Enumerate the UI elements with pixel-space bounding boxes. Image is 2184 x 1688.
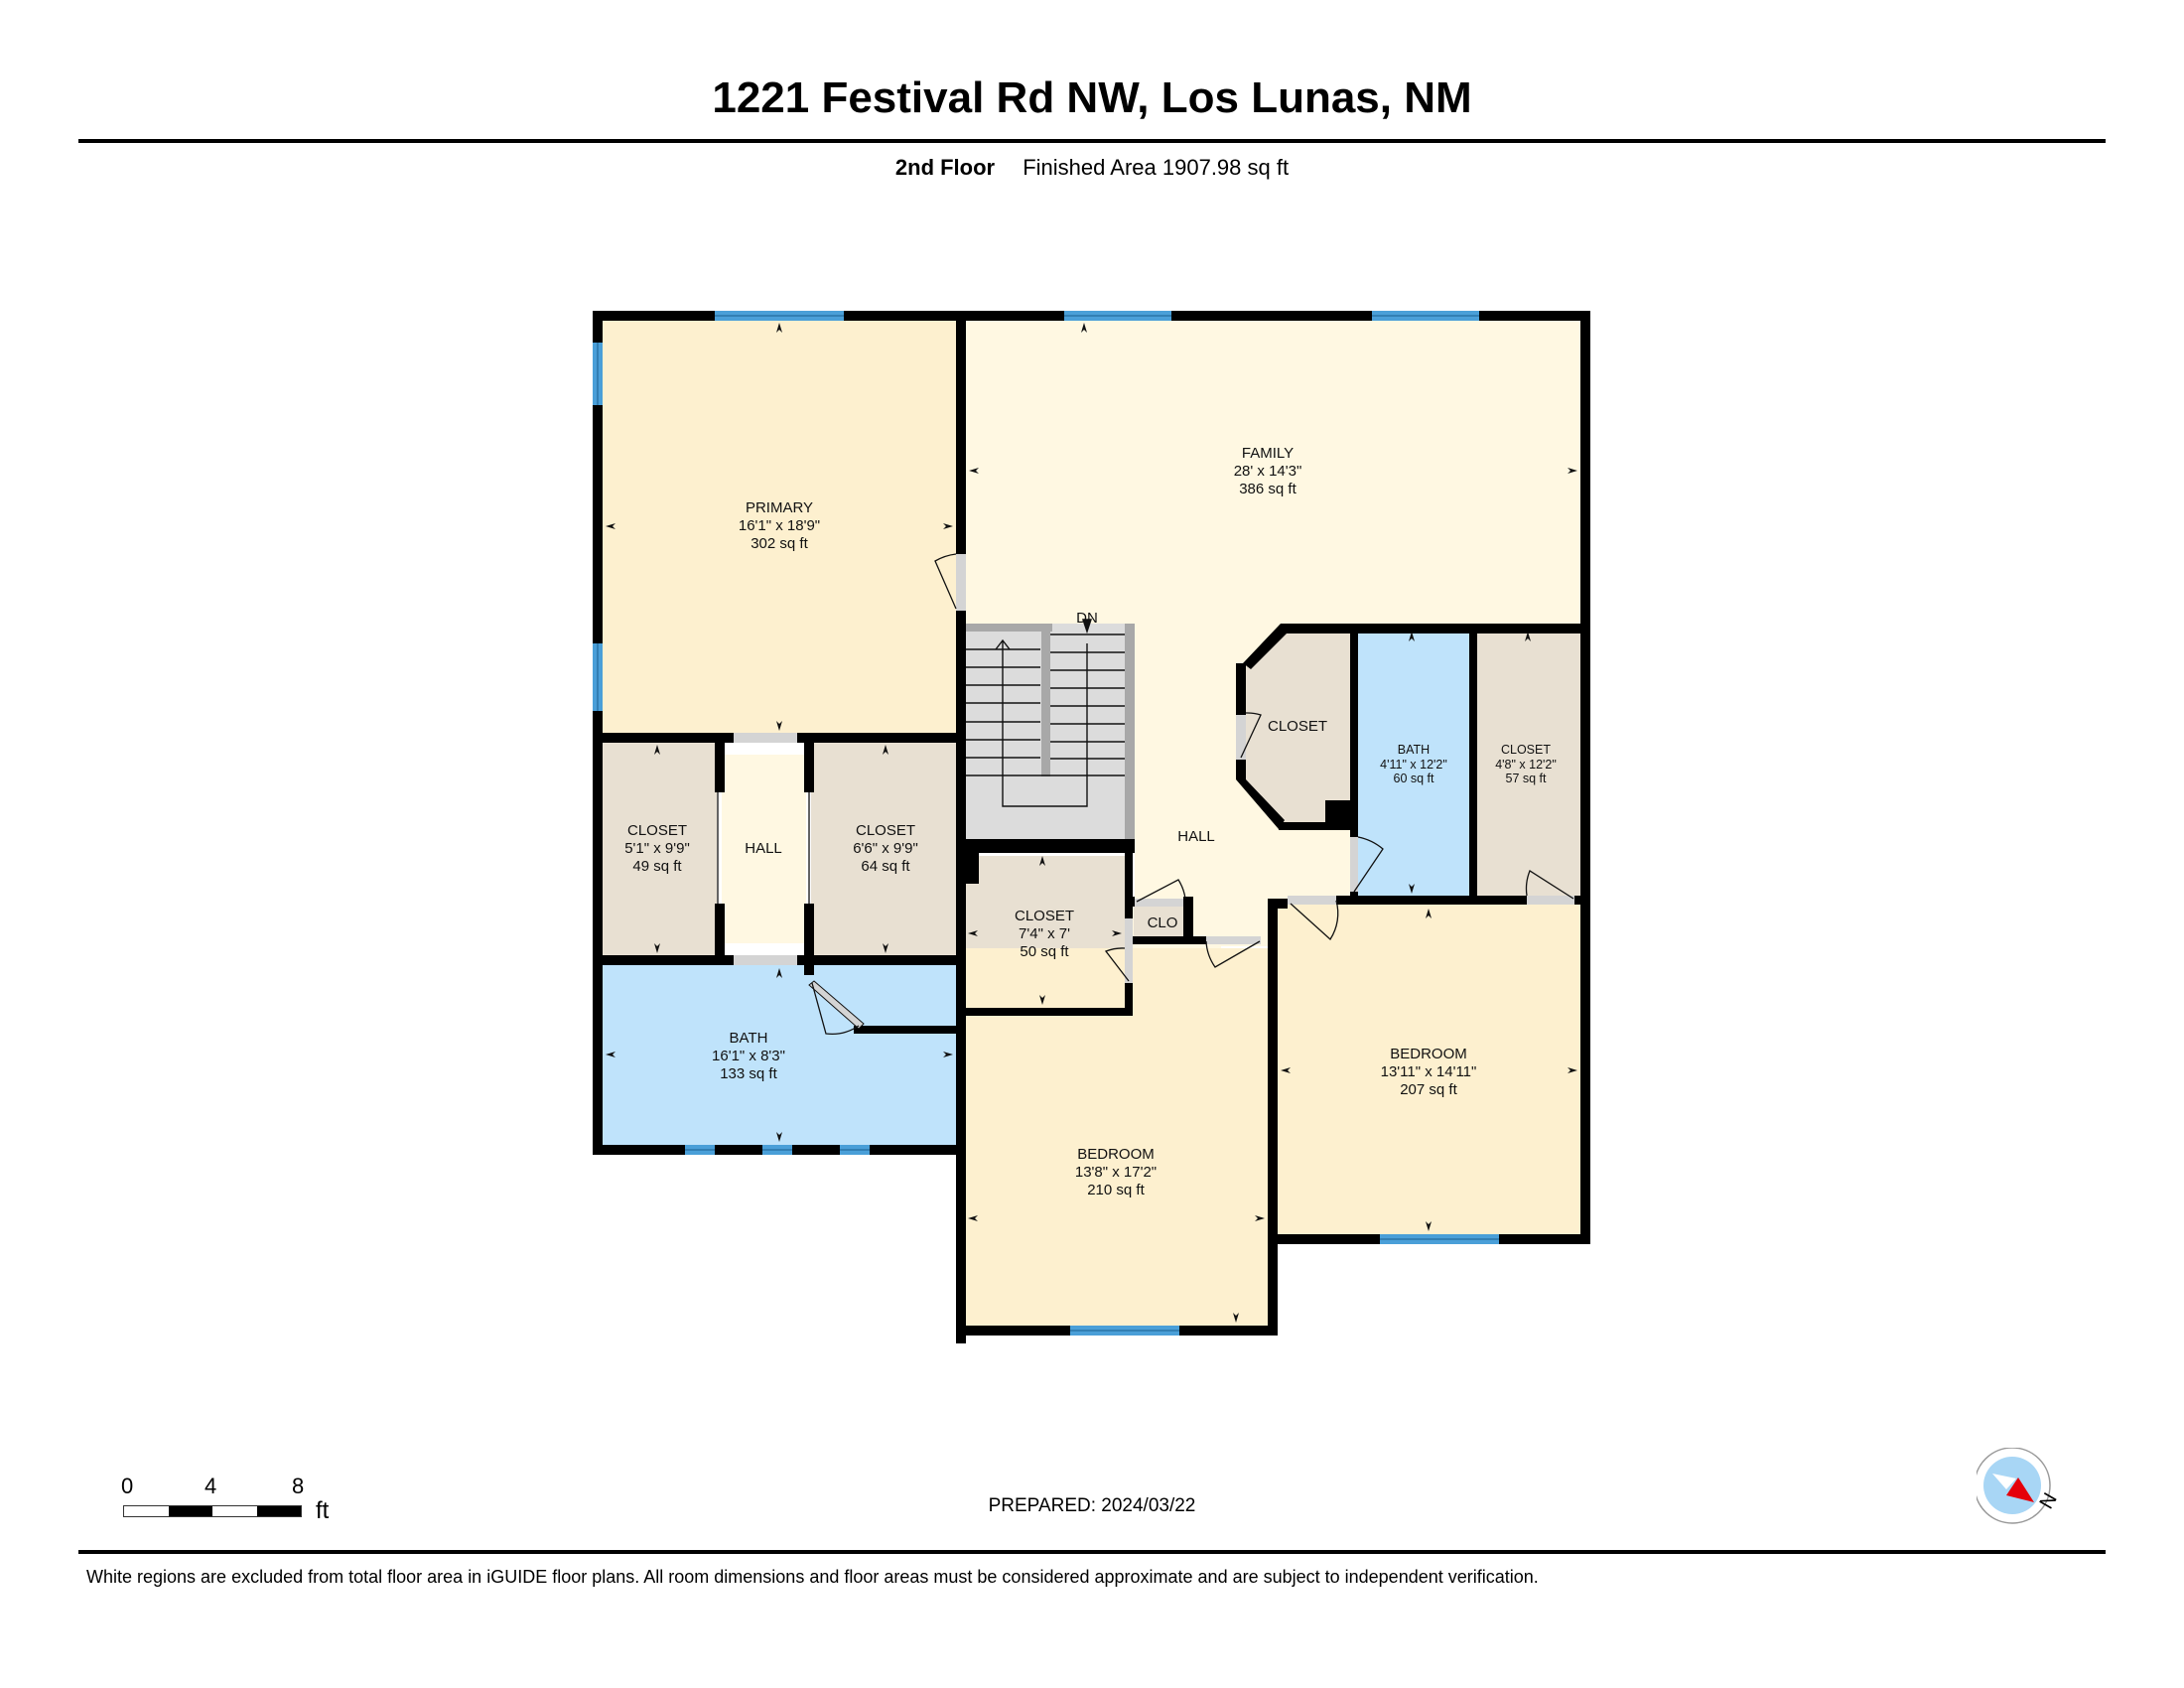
bedroom-2-fill [1278, 904, 1585, 1239]
header-divider [78, 139, 2106, 143]
compass-icon: N [1974, 1447, 2062, 1524]
bedroom-1-fill [961, 948, 1271, 1331]
room-area: 133 sq ft [720, 1065, 777, 1082]
staircase [965, 619, 1135, 839]
scale-tick: 8 [292, 1474, 305, 1498]
room-name: CLOSET [1015, 908, 1074, 924]
room-clo: CLO [1148, 914, 1178, 931]
room-closet-center: CLOSET 7'4" x 7' 50 sq ft [1015, 908, 1074, 960]
bath-small-fill [1357, 629, 1469, 899]
room-bedroom-1: BEDROOM 13'8" x 17'2" 210 sq ft [1075, 1146, 1157, 1198]
room-name: FAMILY [1242, 445, 1294, 462]
room-name: CLOSET [627, 822, 687, 839]
room-family: FAMILY 28' x 14'3" 386 sq ft [1234, 445, 1302, 497]
stairs-down-label: DN [1076, 610, 1098, 627]
scale-bar-graphic [123, 1505, 302, 1517]
room-area: 60 sq ft [1394, 772, 1435, 785]
room-dims: 16'1" x 8'3" [712, 1048, 785, 1064]
room-area: 207 sq ft [1400, 1081, 1457, 1098]
room-hall-center: HALL [1177, 828, 1215, 845]
finished-area: Finished Area 1907.98 sq ft [1023, 155, 1290, 180]
room-area: 50 sq ft [1020, 943, 1069, 960]
room-bedroom-2: BEDROOM 13'11" x 14'11" 207 sq ft [1381, 1046, 1477, 1098]
room-name: HALL [745, 840, 782, 857]
room-dims: 16'1" x 18'9" [739, 517, 820, 534]
room-name: CLOSET [856, 822, 915, 839]
room-area: 57 sq ft [1506, 772, 1548, 785]
room-hall-left: HALL [745, 840, 782, 857]
room-closet-left: CLOSET 5'1" x 9'9" 49 sq ft [624, 822, 690, 875]
disclaimer: White regions are excluded from total fl… [86, 1567, 1539, 1587]
closet-left-fill [598, 738, 717, 958]
room-closet-mid: CLOSET 6'6" x 9'9" 64 sq ft [853, 822, 918, 875]
room-bath-small: BATH 4'11" x 12'2" 60 sq ft [1380, 743, 1447, 785]
family-fill [961, 316, 1585, 948]
room-name: BATH [730, 1030, 768, 1047]
scale-bar: 0 4 8 ft [121, 1474, 359, 1533]
closet-mid-fill [811, 738, 961, 958]
stairs-label: DN [1076, 610, 1098, 627]
compass: N [1974, 1447, 2066, 1527]
room-area: 49 sq ft [632, 858, 682, 875]
room-dims: 28' x 14'3" [1234, 463, 1302, 480]
floor-name: 2nd Floor [894, 155, 996, 180]
room-name: CLOSET [1268, 718, 1327, 735]
closet-right-fill [1476, 629, 1580, 899]
room-area: 64 sq ft [861, 858, 910, 875]
closet-octagon-fill [1246, 629, 1352, 824]
floor-info: 2nd Floor Finished Area 1907.98 sq ft [0, 155, 2184, 181]
room-dims: 4'8" x 12'2" [1495, 758, 1557, 772]
room-name: BATH [1398, 743, 1430, 757]
dimension-arrows [606, 323, 1577, 1323]
room-name: BEDROOM [1390, 1046, 1467, 1062]
room-name: PRIMARY [746, 499, 813, 516]
prepared-date: PREPARED: 2024/03/22 [988, 1495, 1196, 1516]
footer-divider [78, 1550, 2106, 1554]
room-closet-octagon: CLOSET [1268, 718, 1327, 735]
room-area: 302 sq ft [751, 535, 808, 552]
room-closet-right: CLOSET 4'8" x 12'2" 57 sq ft [1495, 743, 1557, 785]
hall-left-fill [722, 755, 806, 943]
room-area: 386 sq ft [1239, 481, 1297, 497]
scale-tick: 0 [121, 1474, 134, 1498]
room-dims: 13'8" x 17'2" [1075, 1164, 1157, 1181]
room-dims: 7'4" x 7' [1019, 925, 1070, 942]
room-dims: 13'11" x 14'11" [1381, 1063, 1477, 1080]
primary-bath-fill [598, 960, 961, 1150]
room-primary: PRIMARY 16'1" x 18'9" 302 sq ft [739, 499, 820, 552]
scale-tick: 4 [205, 1474, 217, 1498]
windows [593, 311, 1499, 1336]
doors [717, 553, 1574, 1036]
room-dims: 5'1" x 9'9" [624, 840, 690, 857]
room-name: CLO [1148, 914, 1178, 931]
room-area: 210 sq ft [1087, 1182, 1145, 1198]
page-title: 1221 Festival Rd NW, Los Lunas, NM [712, 73, 1472, 122]
room-name: CLOSET [1501, 743, 1551, 757]
room-dims: 4'11" x 12'2" [1380, 758, 1447, 772]
room-name: BEDROOM [1077, 1146, 1155, 1163]
room-primary-bath: BATH 16'1" x 8'3" 133 sq ft [712, 1030, 785, 1082]
scale-unit: ft [316, 1497, 330, 1524]
room-name: HALL [1177, 828, 1215, 845]
room-dims: 6'6" x 9'9" [853, 840, 918, 857]
primary-fill [598, 316, 961, 738]
